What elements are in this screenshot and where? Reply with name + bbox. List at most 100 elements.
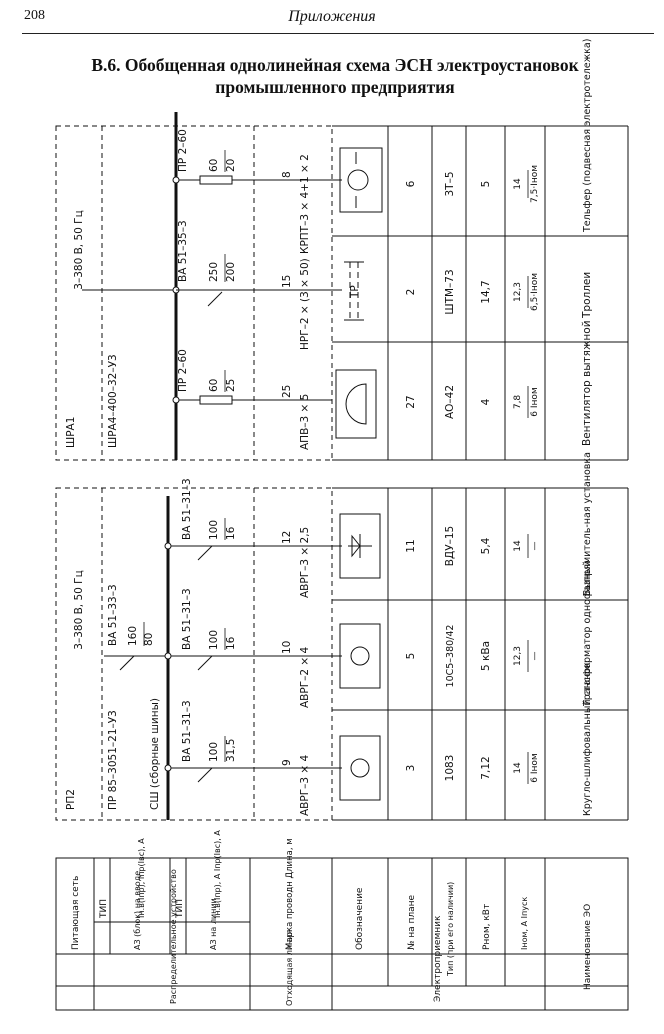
b2-r2-current-top: 12,3	[513, 646, 523, 666]
b1-r1-cable: КРПТ–3 × 4+1 × 2	[299, 154, 311, 254]
b1-r3-fuse: ПР 2–60	[177, 349, 189, 392]
b2-r1-power: 5,4	[480, 537, 492, 554]
b2-r2-name: Трансформатор однофазный	[582, 560, 593, 707]
block1-source-type: ШРА4–400–32–У3	[107, 354, 119, 448]
b1-r2-current-bottom: 6,5·Iном	[530, 273, 540, 311]
legend-group1: АЗ (блок) на вводе	[133, 871, 142, 950]
block2-source-type: ПР 85–3051–21–У3	[107, 710, 119, 810]
b2-r1-type: ВДУ–15	[444, 526, 456, 566]
legend-current: Iном, А Iпуск	[520, 897, 529, 950]
b2-r1-cable: АВРГ–3 × 2,5	[299, 527, 311, 598]
b2-r1-current-bottom: —	[530, 542, 540, 551]
fraction-bars	[143, 150, 529, 784]
block2-branch-lines	[104, 542, 342, 783]
block2-source-name: РП2	[65, 789, 77, 810]
running-header: Приложения	[288, 8, 376, 25]
b2-r2-rating-top: 100	[208, 630, 220, 650]
b1-r1-num: 6	[405, 180, 417, 187]
trolley-icon	[344, 261, 364, 321]
b1-r3-name: Вентилятор вытяжной	[581, 320, 593, 446]
b1-r2-type: ШТМ–73	[444, 269, 456, 314]
b2-r3-type: 1083	[444, 755, 456, 782]
b2-r2-breaker: ВА 51–31–3	[181, 588, 193, 650]
section-title-line1: В.6. Обобщенная однолинейная схема ЭСН э…	[91, 55, 579, 75]
b1-r1-current-top: 14	[513, 178, 523, 190]
block1-source-name: ШРА1	[65, 417, 77, 448]
legend-plan-num: № на плане	[407, 894, 417, 950]
legend-current2: Iн.в(Iпр), А Iпр(Iвс), А	[213, 830, 222, 918]
b1-r1-current-bottom: 7,5·Iном	[530, 165, 540, 203]
legend-designation: Обозначение	[355, 887, 365, 950]
b2-r1-current-top: 14	[513, 540, 523, 552]
b1-r1-length: 8	[281, 171, 293, 178]
legend-cable-mark: Марка проводн Длина, м	[285, 838, 295, 950]
b1-r2-name: Троллеи	[581, 272, 593, 319]
b2-r2-current-bottom: —	[530, 652, 540, 661]
b2-r1-rating-top: 100	[208, 520, 220, 540]
grinder-icon	[339, 735, 381, 801]
b2-r2-type: 10С5–380/42	[445, 625, 456, 688]
b2-r3-name: Кругло-шлифовальный станок	[582, 662, 593, 816]
b1-r3-current-bottom: 6 Iном	[530, 387, 540, 416]
legend-type2: ТИП	[175, 899, 185, 919]
transformer-icon	[339, 623, 381, 689]
block2-frame	[55, 487, 629, 821]
b1-r2-fuse: ВА 51–35–3	[177, 220, 189, 282]
b2-r2-cable: АВРГ–2 × 4	[299, 646, 311, 708]
block1-branch-lines	[172, 175, 342, 405]
b1-r1-name: Тельфер (подвесная электротележка)	[582, 39, 593, 233]
b1-r2-rating-top: 250	[208, 262, 220, 282]
b1-r1-rating-top: 60	[208, 159, 220, 172]
section-title: В.6. Обобщенная однолинейная схема ЭСН э…	[40, 54, 630, 98]
block2-voltage: 3–380 В, 50 Гц	[73, 570, 85, 649]
b1-r1-type: 3Т–5	[444, 171, 456, 196]
legend-consumers: Электроприемник	[433, 915, 443, 1002]
b2-r3-num: 3	[405, 765, 417, 772]
block1-voltage: 3–380 В, 50 Гц	[73, 210, 85, 289]
b1-r1-power: 5	[480, 181, 492, 188]
legend-name: Наименование ЭО	[583, 904, 593, 990]
b1-r2-power: 14,7	[480, 280, 492, 303]
b2-r1-name: Выпрямитель-ная установка	[582, 452, 593, 596]
b2-r1-breaker: ВА 51–31–3	[181, 478, 193, 540]
b1-r3-length: 25	[281, 385, 293, 398]
b1-r3-cable: АПВ–3 × 5	[299, 394, 311, 450]
page-number: 208	[24, 8, 45, 23]
block2-busbar-label: СШ (сборные шины)	[149, 698, 161, 810]
b2-r3-current-top: 14	[513, 762, 523, 774]
b2-r2-num: 5	[405, 653, 417, 660]
b1-r3-rating-bottom: 25	[225, 379, 237, 392]
b1-r2-cable: НРГ–2 × (3 × 50)	[299, 258, 311, 350]
b2-r1-num: 11	[405, 539, 417, 552]
b2-r1-rating-bottom: 16	[225, 526, 237, 540]
b2-r3-rating-top: 100	[208, 742, 220, 762]
b2-r2-rating-bottom: 16	[225, 636, 237, 650]
b2-r2-length: 10	[281, 641, 293, 654]
fan-icon	[335, 369, 377, 439]
block2-main-breaker: ВА 51–33–3	[107, 584, 119, 646]
section-title-line2: промышленного предприятия	[215, 77, 455, 97]
b1-r2-length: 15	[281, 275, 293, 288]
legend-group2: АЗ на линии	[209, 898, 218, 950]
b1-r1-rating-bottom: 20	[225, 159, 237, 172]
b1-r3-current-top: 7,8	[513, 395, 523, 410]
header-rule	[22, 33, 654, 34]
b2-r3-rating-bottom: 31,5	[225, 739, 237, 762]
b1-r3-num: 27	[405, 395, 417, 408]
b2-r3-current-bottom: 6 Iном	[530, 753, 540, 782]
b1-r2-num: 2	[405, 289, 417, 296]
legend-frame	[55, 857, 629, 1011]
hoist-icon	[339, 147, 383, 213]
block1-frame	[55, 125, 629, 461]
b1-r3-type: АО–42	[444, 385, 456, 419]
block2-main-top: 160	[127, 626, 139, 646]
legend-outgoing: Отходящая линия	[285, 930, 294, 1006]
rectifier-icon	[339, 513, 381, 579]
b2-r3-power: 7,12	[480, 756, 492, 779]
legend-type1: ТИП	[99, 899, 109, 919]
legend-current1: Iн.в(Iпр), Iпр(Iвс), А	[137, 838, 146, 918]
b2-r2-power: 5 кВа	[480, 641, 492, 671]
b1-r2-current-top: 12,3	[513, 282, 523, 302]
legend-supply: Питающая сеть	[71, 876, 81, 950]
